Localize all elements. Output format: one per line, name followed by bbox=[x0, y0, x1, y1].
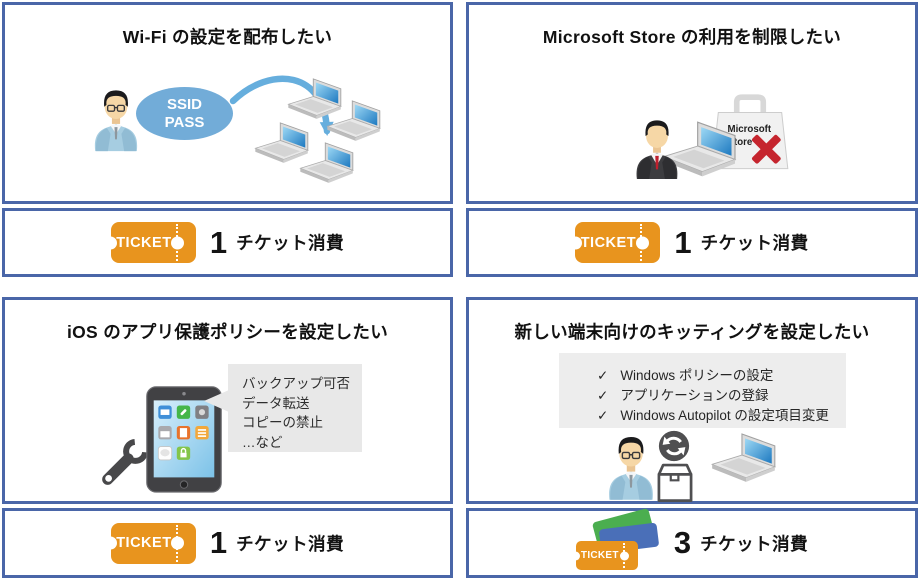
ticket-perforation bbox=[175, 224, 178, 261]
ticket-count: 3 bbox=[673, 525, 692, 560]
worker-person-icon bbox=[601, 431, 661, 501]
ticket-count-label: チケット消費 bbox=[236, 233, 345, 253]
package-box-icon bbox=[657, 463, 693, 502]
checklist-item: ✓ アプリケーションの登録 bbox=[597, 386, 836, 406]
ticket-word: TICKET bbox=[580, 550, 619, 561]
callout-line: …など bbox=[242, 434, 283, 450]
ticket-word: TICKET bbox=[580, 234, 637, 251]
checklist-item-text: Windows ポリシーの設定 bbox=[620, 368, 774, 383]
callout-line: データ転送 bbox=[242, 395, 310, 411]
ticket-stack-icon: TICKET bbox=[575, 507, 660, 571]
panel-ios-app-protection: iOS のアプリ保護ポリシーを設定したい バックアップ可否 データ転送 bbox=[2, 297, 453, 504]
ticket-count: 1 bbox=[674, 224, 692, 260]
ticket-count: 1 bbox=[209, 224, 228, 260]
bubble-line: PASS bbox=[164, 113, 205, 131]
sync-icon bbox=[658, 430, 690, 462]
bag-text-line: Store bbox=[728, 137, 753, 148]
ssid-pass-bubble: SSID PASS bbox=[136, 87, 233, 140]
ticket-count-label: チケット消費 bbox=[700, 533, 809, 554]
callout-line: コピーの禁止 bbox=[242, 415, 323, 430]
prohibited-cross-icon bbox=[752, 134, 781, 164]
bubble-line: SSID bbox=[166, 95, 202, 113]
panel-kitting-setup: 新しい端末向けのキッティングを設定したい ✓ Windows ポリシーの設定 ✓… bbox=[466, 297, 918, 504]
check-icon: ✓ bbox=[597, 368, 609, 383]
ticket-count-label: チケット消費 bbox=[236, 533, 345, 554]
ticket-perforation bbox=[622, 543, 625, 568]
ticket-perforation bbox=[640, 224, 643, 261]
panel-title: Wi-Fi の設定を配布したい bbox=[122, 27, 333, 47]
panel-store-restriction: Microsoft Store の利用を制限したい Microsoft Stor… bbox=[466, 2, 918, 204]
ticket-word: TICKET bbox=[116, 535, 172, 551]
checklist-item: ✓ Windows ポリシーの設定 bbox=[597, 366, 836, 386]
panel-title: 新しい端末向けのキッティングを設定したい bbox=[514, 322, 870, 342]
panel-wifi-ticket-strip: TICKET 1 チケット消費 bbox=[2, 208, 453, 277]
panel-wifi-distribution: Wi-Fi の設定を配布したい SSID PASS bbox=[2, 2, 453, 204]
check-icon: ✓ bbox=[597, 408, 609, 423]
laptop-icon bbox=[323, 100, 385, 145]
kitting-checklist: ✓ Windows ポリシーの設定 ✓ アプリケーションの登録 ✓ Window… bbox=[559, 353, 846, 428]
ticket-icon: TICKET bbox=[110, 222, 196, 263]
panel-kitting-ticket-strip: TICKET 3 チケット消費 bbox=[466, 507, 918, 578]
businessman-icon bbox=[629, 115, 685, 180]
check-icon: ✓ bbox=[597, 388, 609, 403]
wrench-icon bbox=[102, 438, 149, 485]
ticket-icon: TICKET bbox=[110, 522, 196, 564]
checklist-item-text: アプリケーションの登録 bbox=[620, 388, 769, 403]
ticket-icon: TICKET bbox=[575, 222, 661, 263]
callout-bubble: バックアップ可否 データ転送 コピーの禁止 …など bbox=[204, 364, 362, 452]
panel-title: Microsoft Store の利用を制限したい bbox=[542, 27, 842, 47]
laptop-icon bbox=[707, 433, 781, 486]
bag-text-line: Microsoft bbox=[728, 124, 772, 135]
callout-line: バックアップ可否 bbox=[242, 376, 350, 391]
ticket-count-label: チケット消費 bbox=[700, 233, 809, 253]
laptop-icon bbox=[296, 142, 358, 187]
ticket-icon: TICKET bbox=[575, 541, 638, 570]
checklist-item-text: Windows Autopilot の設定項目変更 bbox=[620, 408, 829, 423]
panel-store-ticket-strip: TICKET 1 チケット消費 bbox=[466, 208, 918, 277]
panel-ios-ticket-strip: TICKET 1 チケット消費 bbox=[2, 508, 453, 578]
panel-title: iOS のアプリ保護ポリシーを設定したい bbox=[66, 322, 388, 342]
tablet-icon bbox=[146, 386, 222, 493]
ticket-word: TICKET bbox=[116, 234, 172, 251]
checklist-item: ✓ Windows Autopilot の設定項目変更 bbox=[597, 406, 836, 426]
ticket-count: 1 bbox=[209, 525, 228, 560]
ticket-perforation bbox=[175, 524, 178, 562]
